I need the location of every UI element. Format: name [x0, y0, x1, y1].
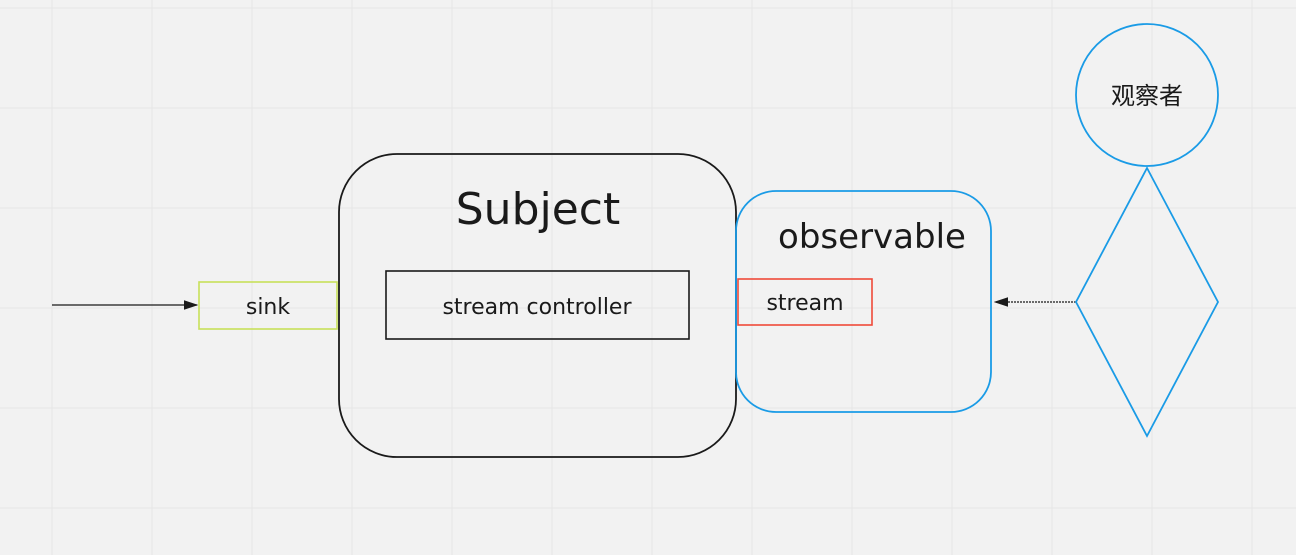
sink-box — [198, 281, 338, 330]
stream-controller-box — [385, 270, 690, 340]
subject-node[interactable]: Subject stream controller — [338, 153, 737, 458]
subject-title: Subject — [456, 184, 620, 235]
observer-label: 观察者 — [1111, 82, 1183, 110]
observer-circle — [1075, 23, 1219, 167]
observer-diamond[interactable] — [1074, 166, 1220, 438]
stream-controller-label: stream controller — [442, 295, 632, 320]
observable-title: observable — [778, 217, 966, 257]
sink-label: sink — [246, 295, 291, 320]
observable-node[interactable]: observable stream — [735, 190, 992, 413]
stream-label: stream — [766, 291, 843, 316]
observable-box — [735, 190, 992, 413]
observer-node[interactable]: 观察者 — [1075, 23, 1219, 167]
sink-node[interactable]: sink — [198, 281, 338, 330]
stream-box — [737, 278, 873, 326]
